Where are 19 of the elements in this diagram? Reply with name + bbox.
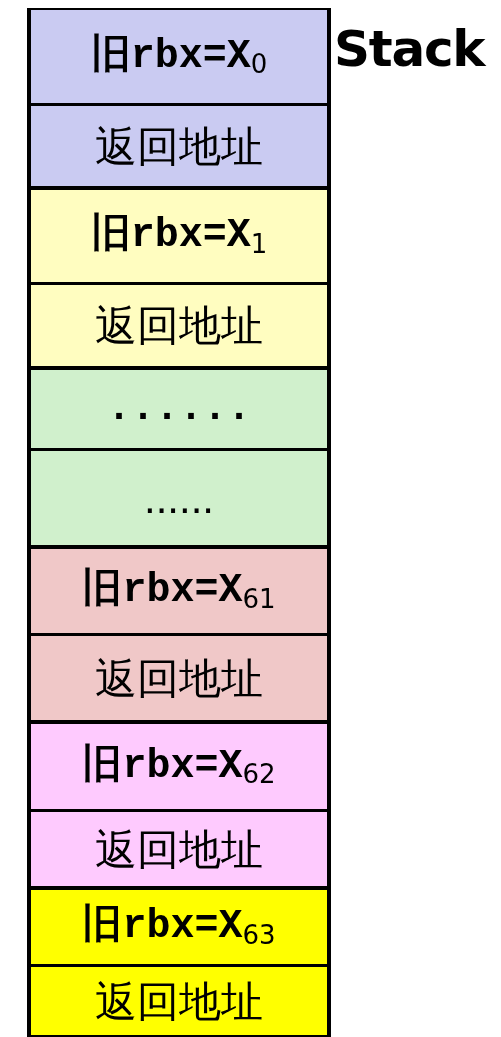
return-address: 返回地址 bbox=[95, 976, 263, 1027]
register-value: 旧rbx=X$_{1}$ bbox=[90, 211, 268, 261]
stack-frame bbox=[27, 888, 331, 1037]
stack-frame bbox=[27, 8, 331, 188]
title: Stack bbox=[334, 24, 485, 74]
stack-frame bbox=[27, 547, 331, 722]
register-value: 旧rbx=X$_{62}$ bbox=[82, 742, 276, 791]
register-value: 旧rbx=X$_{0}$ bbox=[90, 32, 268, 81]
return-address: 返回地址 bbox=[95, 653, 263, 704]
return-address: 返回地址 bbox=[95, 824, 263, 875]
stack-frame bbox=[27, 368, 331, 547]
stack-frame bbox=[27, 188, 331, 368]
return-address: 返回地址 bbox=[95, 301, 263, 351]
register-value: ...... bbox=[107, 385, 251, 433]
return-address: 返回地址 bbox=[95, 121, 263, 172]
register-value: 旧rbx=X$_{61}$ bbox=[82, 566, 276, 616]
register-value: 旧rbx=X$_{63}$ bbox=[82, 902, 276, 952]
return-address: ...... bbox=[144, 473, 214, 524]
stack-frame bbox=[27, 722, 331, 888]
